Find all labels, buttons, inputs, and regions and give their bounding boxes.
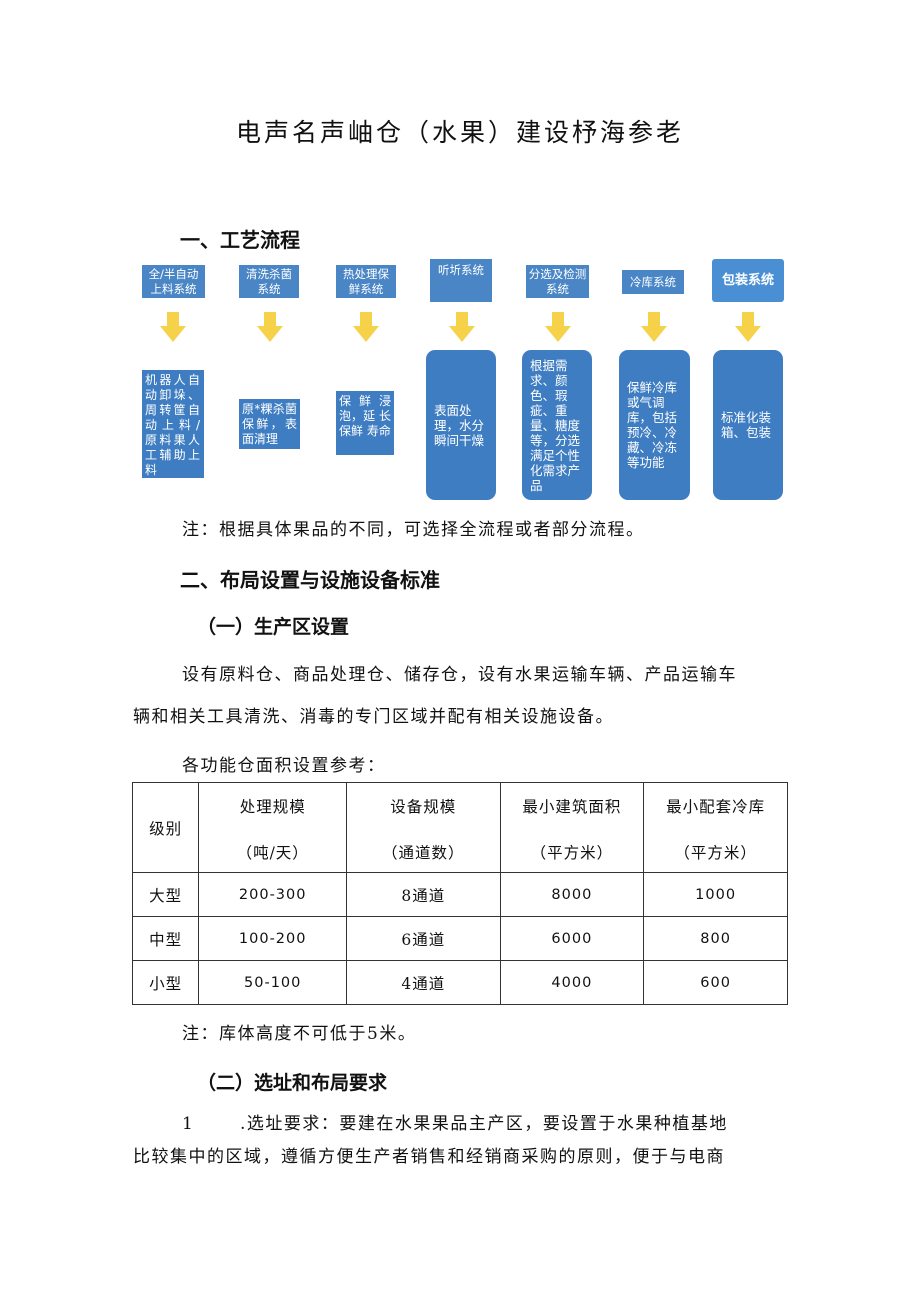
- subsection-heading-production: （一）生产区设置: [197, 616, 350, 638]
- flow-step-1-title: 全/半自动上料系统: [142, 265, 205, 298]
- table-cell: 50-100: [198, 960, 348, 1005]
- table-cell: 4通道: [346, 960, 501, 1005]
- flow-step-4-title: 听圻系统: [430, 259, 492, 302]
- table-cell: 6000: [499, 916, 645, 961]
- table-cell: 200-300: [198, 872, 348, 917]
- flow-step-6-detail: 保鲜冷库或气调库，包括预冷、冷藏、冷冻等功能: [619, 350, 690, 500]
- flow-arrow-icon: [449, 312, 475, 342]
- flow-arrow-icon: [160, 312, 186, 342]
- flow-step-3-detail: 保鲜浸泡，延 长保鲜 寿命: [336, 391, 394, 455]
- flow-step-4-detail: 表面处理，水分瞬间干燥: [426, 350, 496, 500]
- table-cell: 大型: [131, 872, 200, 917]
- flow-arrow-icon: [257, 312, 283, 342]
- flow-step-3-title: 热处理保鲜系统: [336, 265, 396, 298]
- table-note: 注：库体高度不可低于5米。: [182, 1024, 417, 1044]
- section-heading-layout: 二、布局设置与设施设备标准: [180, 568, 440, 592]
- table-cell: 8000: [499, 872, 645, 917]
- flow-arrow-icon: [735, 312, 761, 342]
- flow-step-6-title: 冷库系统: [622, 270, 684, 294]
- production-paragraph-line-2: 辆和相关工具清洗、消毒的专门区域并配有相关设施设备。: [133, 707, 614, 727]
- page-title: 电声名声岫仓（水果）建设杼海参老: [235, 118, 684, 147]
- flow-step-2-detail: 原*粿杀菌保鲜，表面清理: [239, 399, 300, 449]
- table-cell: 800: [643, 916, 788, 961]
- site-item-line-2: 比较集中的区域，遵循方便生产者销售和经销商采购的原则，便于与电商: [133, 1147, 725, 1167]
- table-cell: 1000: [643, 872, 788, 917]
- table-cell: 小型: [131, 960, 200, 1005]
- table-header-cell: 设备规模（通道数）: [346, 782, 501, 873]
- flow-step-7-detail: 标准化装箱、包装: [713, 350, 783, 500]
- site-item-number: 1: [182, 1114, 195, 1134]
- section-heading-process: 一、工艺流程: [180, 228, 300, 252]
- table-row: 中型 100-200 6通道 6000 800: [131, 916, 788, 961]
- table-cell: 600: [643, 960, 788, 1005]
- table-cell: 8通道: [346, 872, 501, 917]
- table-header-cell: 最小建筑面积（平方米）: [499, 782, 645, 873]
- flow-step-7-title: 包装系统: [712, 259, 784, 302]
- table-row: 小型 50-100 4通道 4000 600: [131, 960, 788, 1005]
- table-cell: 4000: [499, 960, 645, 1005]
- table-intro: 各功能仓面积设置参考：: [182, 756, 386, 776]
- table-row: 大型 200-300 8通道 8000 1000: [131, 872, 788, 917]
- table-cell: 6通道: [346, 916, 501, 961]
- table-header-cell: 级别: [131, 782, 200, 873]
- process-note: 注：根据具体果品的不同，可选择全流程或者部分流程。: [182, 520, 645, 540]
- flow-step-5-title: 分选及检测系统: [526, 265, 589, 298]
- site-item-line-1: .选址要求：要建在水果果品主产区，要设置于水果种植基地: [240, 1114, 728, 1134]
- flow-step-5-detail: 根据需求、颜色、瑕疵、重量、糖度等，分选满足个性化需求产品: [522, 350, 592, 500]
- area-reference-table: 级别 处理规模（吨/天） 设备规模（通道数） 最小建筑面积（平方米） 最小配套冷…: [131, 782, 788, 1005]
- production-paragraph-line-1: 设有原料仓、商品处理仓、储存仓，设有水果运输车辆、产品运输车: [182, 665, 737, 685]
- flow-step-1-detail: 机器人自动卸垛、周转筐自动上料/原料果人工辅助上料: [142, 370, 204, 478]
- flow-arrow-icon: [641, 312, 667, 342]
- flow-arrow-icon: [545, 312, 571, 342]
- table-header-cell: 最小配套冷库（平方米）: [643, 782, 788, 873]
- flow-step-2-title: 清洗杀菌系统: [239, 265, 299, 298]
- subsection-heading-site: （二）选址和布局要求: [197, 1072, 388, 1094]
- table-header-cell: 处理规模（吨/天）: [198, 782, 348, 873]
- flow-arrow-icon: [353, 312, 379, 342]
- table-cell: 100-200: [198, 916, 348, 961]
- table-cell: 中型: [131, 916, 200, 961]
- table-header-row: 级别 处理规模（吨/天） 设备规模（通道数） 最小建筑面积（平方米） 最小配套冷…: [131, 782, 788, 873]
